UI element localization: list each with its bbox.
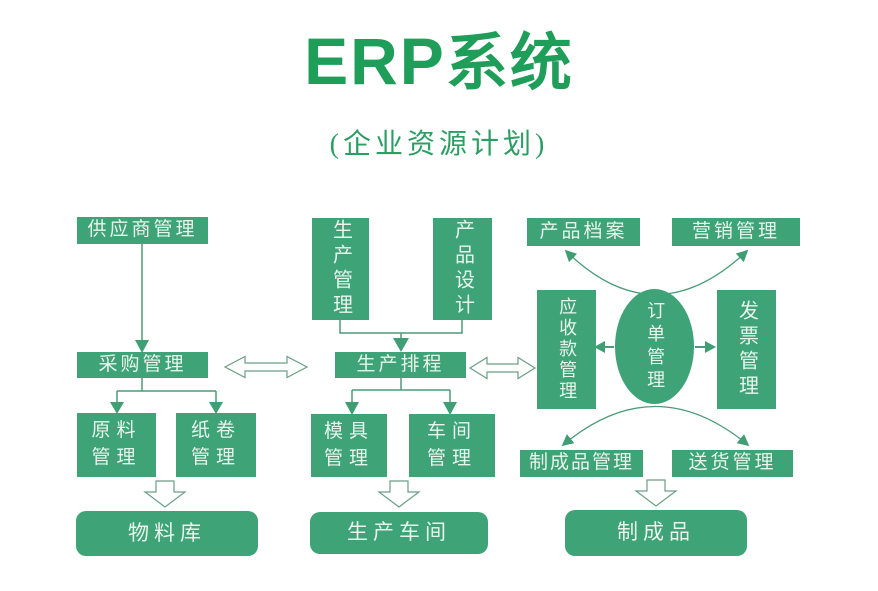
arrowheads (110, 338, 716, 415)
title-en: ERP (304, 24, 446, 98)
node-material-warehouse: 物料库 (76, 511, 258, 556)
node-label: 纸卷管理 (190, 420, 241, 468)
down-arrow-material-store (143, 480, 187, 508)
node-delivery-management: 送货管理 (672, 450, 793, 477)
down-arrow-production-workshop (377, 480, 421, 508)
double-arrow-schedule-receivables (468, 356, 537, 380)
node-label: 模具管理 (323, 420, 374, 469)
node-purchase-management: 采购管理 (77, 352, 208, 378)
node-finished-goods-management: 制成品管理 (520, 450, 643, 477)
node-receivables-management: 应收款管理 (537, 290, 596, 409)
node-order-management: 订单管理 (615, 289, 694, 404)
node-label: 车间管理 (426, 420, 477, 469)
node-raw-material-management: 原料管理 (77, 413, 156, 477)
node-supplier-management: 供应商管理 (77, 217, 208, 244)
node-mold-management: 模具管理 (311, 414, 387, 477)
node-paper-roll-management: 纸卷管理 (176, 413, 256, 477)
node-production-scheduling: 生产排程 (335, 352, 466, 378)
node-production-workshop: 生产车间 (310, 512, 488, 554)
node-finished-goods: 制成品 (565, 510, 747, 556)
node-invoice-management: 发票管理 (717, 290, 776, 409)
node-product-design: 产品设计 (433, 218, 492, 320)
node-marketing-management: 营销管理 (672, 218, 800, 246)
node-workshop-management: 车间管理 (409, 414, 495, 477)
node-production-management: 生产管理 (312, 218, 369, 320)
down-arrow-finished-product (634, 479, 678, 507)
double-arrow-purchase-schedule (223, 355, 309, 379)
title-zh: 系统 (445, 30, 574, 98)
node-product-archive: 产品档案 (527, 218, 640, 246)
page-subtitle: (企业资源计划) (329, 129, 549, 160)
node-label: 原料管理 (91, 420, 142, 468)
page-title: ERP系统 (0, 28, 878, 95)
